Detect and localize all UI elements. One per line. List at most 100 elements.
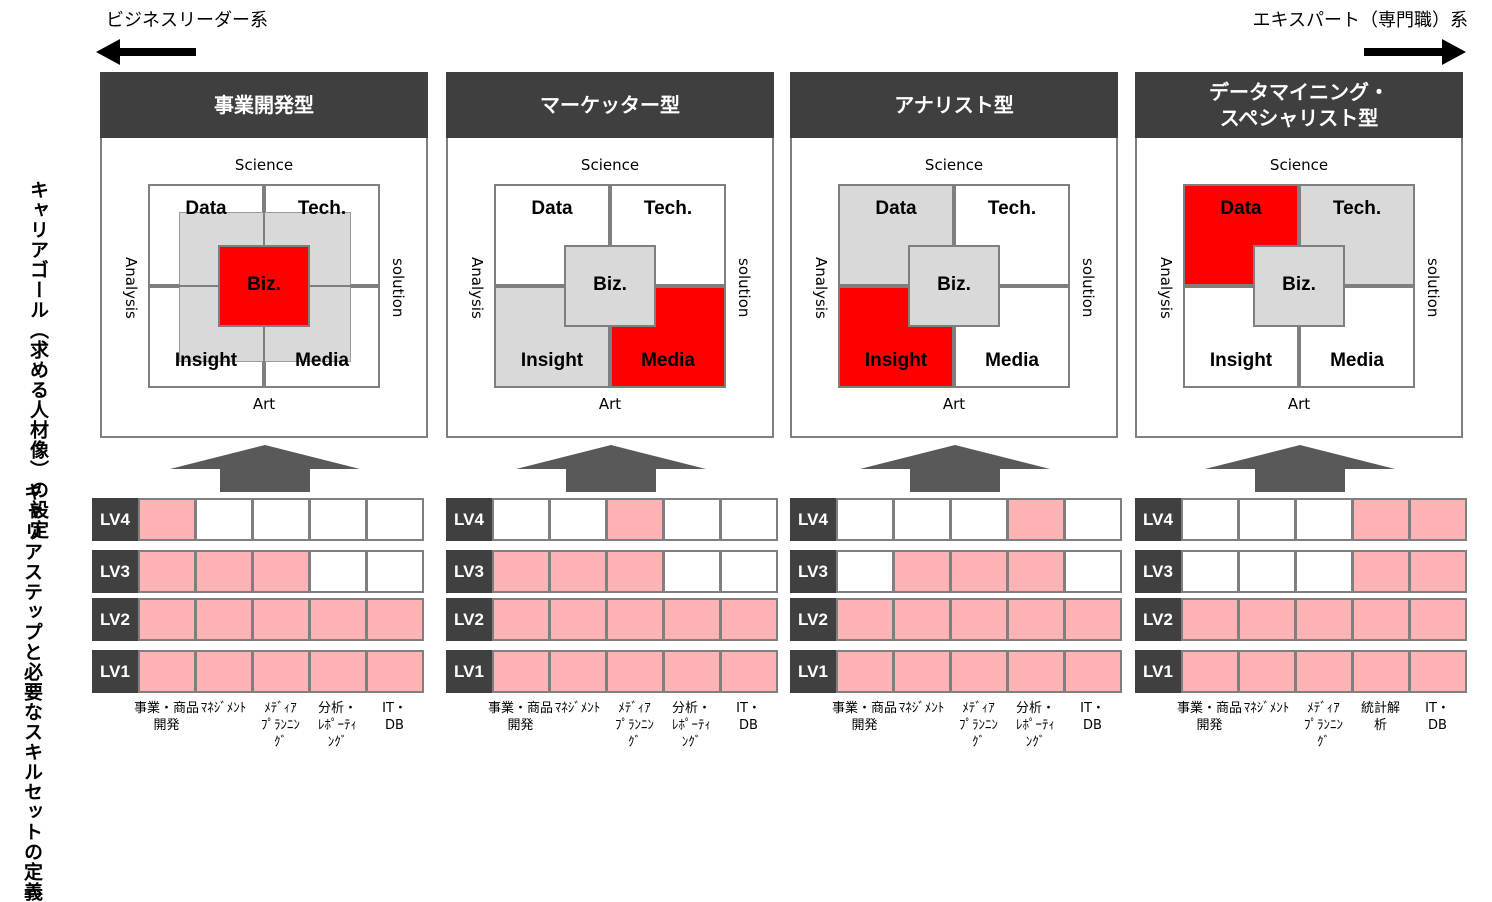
skill-cell: [663, 650, 721, 693]
skill-cell: [663, 598, 721, 641]
business-leader-label: ビジネスリーダー系: [106, 10, 268, 31]
skill-cell: [950, 650, 1008, 693]
skill-cell: [606, 650, 664, 693]
level-label: LV4: [446, 498, 492, 541]
skill-cell: [492, 498, 550, 541]
skill-cell: [950, 550, 1008, 593]
quadrant-biz-cell: [564, 245, 656, 327]
level-label: LV2: [1135, 598, 1181, 641]
right-arrow-icon: [1364, 39, 1466, 65]
skill-cell: [1007, 498, 1065, 541]
type-title: データマイニング・ スペシャリスト型: [1135, 72, 1463, 138]
skill-category-label: 事業・商品 開発: [487, 701, 553, 733]
type-title: 事業開発型: [100, 72, 428, 138]
skill-cell: [1064, 650, 1122, 693]
quadrant-biz-label: Biz.: [1282, 274, 1316, 295]
skill-cell: [893, 650, 951, 693]
skill-cell: [1295, 598, 1353, 641]
skill-cell: [366, 498, 424, 541]
quadrant-biz-label: Biz.: [937, 274, 971, 295]
level-label: LV4: [1135, 498, 1181, 541]
skill-category-label: 分析・ ﾚﾎﾟｰﾃｨ ﾝｸﾞ: [671, 701, 711, 750]
skill-category-label: ﾒﾃﾞｨｱ ﾌﾟﾗﾝﾆﾝ ｸﾞ: [261, 701, 300, 750]
level-label: LV3: [446, 550, 492, 593]
skill-cell: [366, 650, 424, 693]
skill-cell: [138, 550, 196, 593]
level-label: LV4: [790, 498, 836, 541]
skill-cell: [309, 598, 367, 641]
skill-cell: [492, 598, 550, 641]
skill-cell: [1295, 498, 1353, 541]
skill-cell: [893, 598, 951, 641]
axis-analysis-text: Analysis: [122, 257, 140, 319]
quadrant-media-label: Media: [641, 350, 695, 371]
quadrant-tech-label: Tech.: [643, 198, 693, 219]
skill-cell: [720, 498, 778, 541]
skill-cell: [1352, 498, 1410, 541]
skill-cell: [1007, 598, 1065, 641]
axis-solution-text: solution: [735, 258, 753, 318]
level-label: LV1: [446, 650, 492, 693]
skill-cell: [195, 498, 253, 541]
skill-cell: [1007, 650, 1065, 693]
up-arrow-icon: [170, 445, 360, 492]
skill-cell: [663, 498, 721, 541]
skill-category-label: 統計解 析: [1360, 701, 1400, 733]
career-step-label: キャリアステップと必要なスキルセットの定義: [21, 482, 43, 902]
skill-cell: [549, 550, 607, 593]
skill-category-label: IT・ DB: [382, 701, 407, 733]
skill-cell: [836, 498, 894, 541]
axis-art: Art: [252, 395, 276, 413]
skill-cell: [549, 498, 607, 541]
skill-cell: [1181, 498, 1239, 541]
skill-category-label: ﾒﾃﾞｨｱ ﾌﾟﾗﾝﾆﾝ ｸﾞ: [615, 701, 654, 750]
skill-category-label: IT・ DB: [1080, 701, 1105, 733]
skill-cell: [720, 550, 778, 593]
skill-category-label: 事業・商品 開発: [133, 701, 199, 733]
quadrant-media-label: Media: [985, 350, 1039, 371]
skill-cell: [309, 550, 367, 593]
quadrant-tech-label: Tech.: [297, 198, 347, 219]
level-label: LV2: [92, 598, 138, 641]
quadrant-media-cell: [954, 286, 1070, 388]
skill-cell: [1238, 650, 1296, 693]
level-label: LV1: [1135, 650, 1181, 693]
skill-cell: [1352, 550, 1410, 593]
up-arrow-icon: [860, 445, 1050, 492]
skill-cell: [720, 598, 778, 641]
level-label: LV3: [790, 550, 836, 593]
skill-cell: [195, 598, 253, 641]
career-goal-label: キャリアゴール（求める人材像）の設定: [27, 180, 49, 540]
skill-cell: [1295, 550, 1353, 593]
skill-cell: [1064, 550, 1122, 593]
skill-cell: [1064, 598, 1122, 641]
skill-cell: [195, 550, 253, 593]
quadrant-tech-label: Tech.: [1332, 198, 1382, 219]
skill-category-label: ﾏﾈｼﾞﾒﾝﾄ: [898, 701, 945, 716]
skill-cell: [1238, 498, 1296, 541]
skill-cell: [549, 598, 607, 641]
axis-analysis-text: Analysis: [1157, 257, 1175, 319]
skill-category-label: ﾒﾃﾞｨｱ ﾌﾟﾗﾝﾆﾝ ｸﾞ: [1304, 701, 1343, 750]
quadrant-biz-cell: [1253, 245, 1345, 327]
skill-category-label: IT・ DB: [1425, 701, 1450, 733]
quadrant-biz-cell: [218, 245, 310, 327]
skill-category-label: 分析・ ﾚﾎﾟｰﾃｨ ﾝｸﾞ: [1015, 701, 1055, 750]
quadrant-tech-label: Tech.: [987, 198, 1037, 219]
skill-cell: [1409, 598, 1467, 641]
quadrant-insight-label: Insight: [1209, 350, 1273, 371]
axis-art: Art: [598, 395, 622, 413]
axis-science: Science: [924, 156, 984, 174]
type-title: アナリスト型: [790, 72, 1118, 138]
skill-category-label: ﾏﾈｼﾞﾒﾝﾄ: [554, 701, 601, 716]
axis-science: Science: [580, 156, 640, 174]
axis-solution-text: solution: [1079, 258, 1097, 318]
skill-cell: [1352, 598, 1410, 641]
skill-cell: [138, 650, 196, 693]
quadrant-biz-cell: [908, 245, 1000, 327]
quadrant-data-label: Data: [875, 198, 917, 219]
skill-cell: [1409, 550, 1467, 593]
axis-science: Science: [1269, 156, 1329, 174]
